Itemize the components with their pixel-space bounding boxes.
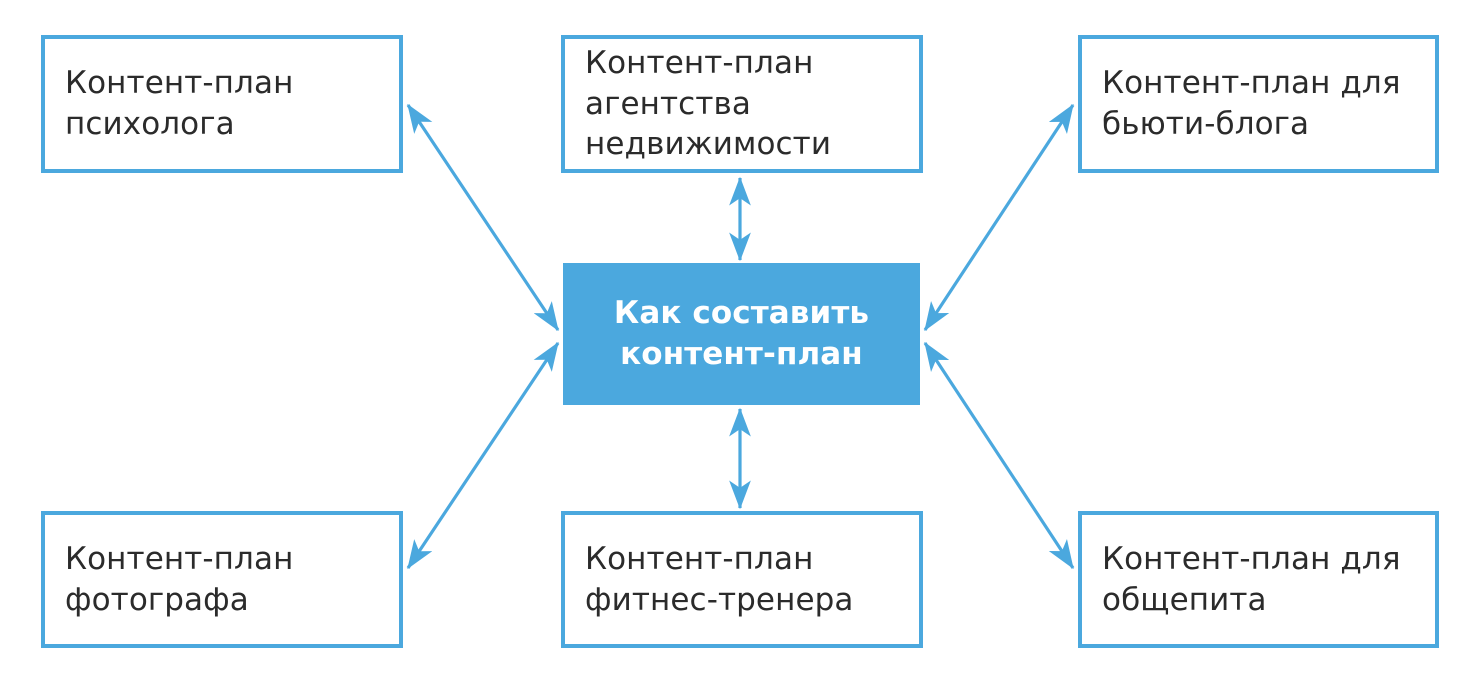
node-top-right[interactable]: Контент-план для бьюти-блога bbox=[1078, 35, 1439, 173]
node-bottom-right-label: Контент-план для общепита bbox=[1102, 540, 1401, 618]
connector-top-right bbox=[923, 103, 1075, 332]
node-bottom-center[interactable]: Контент-план фитнес-тренера bbox=[561, 511, 923, 648]
node-top-center[interactable]: Контент-план агентства недвижимости bbox=[561, 35, 923, 173]
node-top-right-label: Контент-план для бьюти-блога bbox=[1102, 65, 1401, 142]
node-center-label: Как составить контент-план bbox=[613, 295, 870, 372]
node-top-left-label: Контент-план психолога bbox=[65, 65, 294, 142]
node-bottom-right[interactable]: Контент-план для общепита bbox=[1078, 511, 1439, 648]
node-bottom-left-label: Контент-план фотографа bbox=[65, 540, 294, 618]
node-top-left[interactable]: Контент-план психолога bbox=[41, 35, 403, 173]
node-bottom-left[interactable]: Контент-план фотографа bbox=[41, 511, 403, 648]
node-center-hub[interactable]: Как составить контент-план bbox=[563, 263, 920, 405]
node-top-center-label: Контент-план агентства недвижимости bbox=[585, 44, 832, 163]
connector-bottom-left bbox=[406, 341, 560, 570]
connector-bottom-right bbox=[923, 341, 1075, 570]
node-bottom-center-label: Контент-план фитнес-тренера bbox=[585, 540, 854, 618]
connector-top-left bbox=[406, 103, 560, 332]
